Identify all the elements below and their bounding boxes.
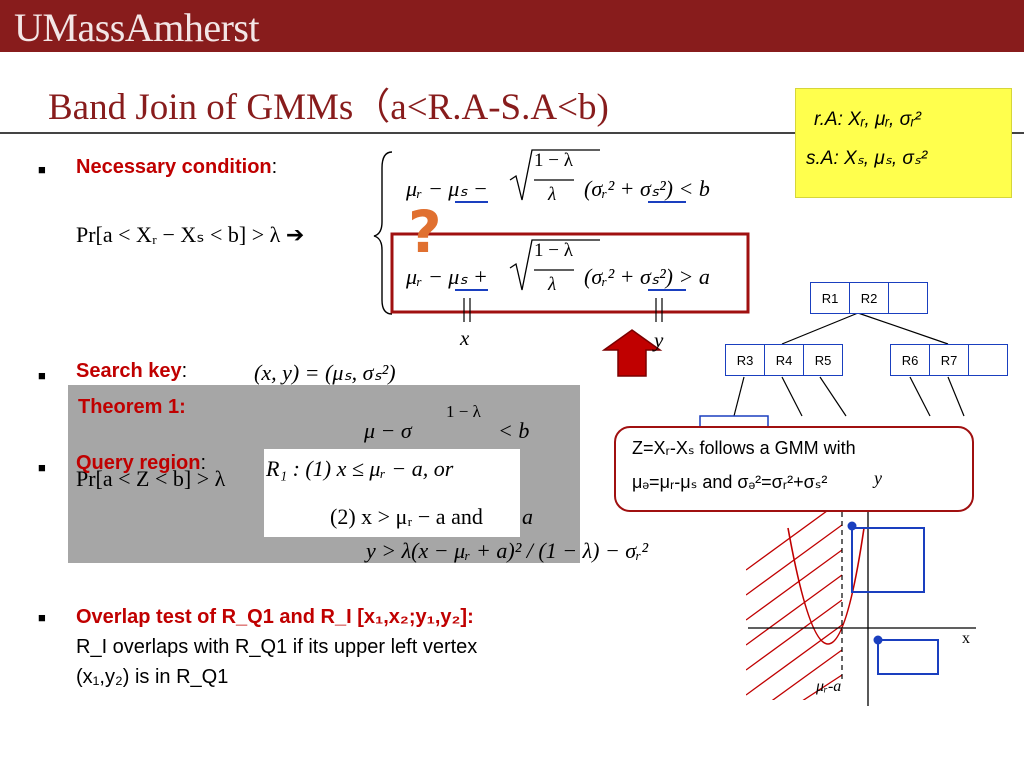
parabola-curve [787,527,865,645]
r-label: r.A: [814,109,843,130]
overlap-line-3: (x₁,y₂) is in R_Q1 [76,666,229,688]
bullet-colon: : [271,156,278,178]
cond1-right: < b [678,176,710,201]
tree-cell: R2 [850,283,889,313]
y-marker: y [654,328,664,352]
tree-node-left: R3 R4 R5 [725,344,843,376]
tree-cell: R5 [814,352,832,368]
header-banner: UMassAmherst [0,0,1024,52]
bullet-label-3: Query region [76,452,201,474]
tree-cell: R1 [811,283,850,313]
tree-node-root: R1 R2 [810,282,928,314]
rq1-line-1-text: R₁ : (1) x ≤ μᵣ − a, or [266,456,454,481]
frac-den-2: λ [548,274,557,295]
cond2-left: μᵣ − μₛ + [406,264,488,289]
s-definition: s.A: Xₛ, μₛ, σₛ² [806,147,927,170]
overlap-line-1: Overlap test of R_Q1 and R_I [x₁,x₂;y₁,y… [76,606,474,628]
cond1-left: μᵣ − μₛ − [406,176,488,201]
thm-cond1-right: < b [498,418,530,443]
plot-x-label: x [962,630,970,647]
thm-cond1-left: μ − σ [364,418,412,443]
overlap-test: Overlap test of R_Q1 and R_I [x₁,x₂;y₁,y… [76,602,477,692]
plot-threshold-label: μᵣ-a [816,678,842,695]
thm-frac-num: 1 − λ [446,402,481,421]
frac-den-1: λ [548,184,557,205]
implies-arrow-icon: ➔ [285,223,305,248]
s-vars: Xₛ, μₛ, σₛ² [844,148,928,169]
question-mark-icon: ? [408,198,442,266]
bullet-label: Necessary condition [76,156,272,178]
tree-cell: R3 [726,345,765,375]
bullet-marker-4: ■ [38,610,46,625]
sigma-sum-2: (σᵣ² + σₛ²) > a [584,264,710,290]
query-region-panel [264,449,520,537]
bullet-necessary-condition: Necessary condition: [76,156,277,179]
index-rect-1 [851,527,925,593]
sqrt-sign-1 [509,149,600,201]
prob-expression: Pr[a < Xᵣ − Xₛ < b] > λ [76,222,281,247]
bullet-query-region: Query region: [76,452,206,475]
theorem-a: a [522,504,533,529]
left-brace [373,151,393,315]
bullet-colon-3: : [200,452,207,474]
title-divider [0,132,1024,134]
second-condition-box [390,232,750,314]
theorem-label: Theorem 1: [78,396,186,418]
bullet-marker: ■ [38,162,46,177]
frac-num-2: 1 − λ [534,240,573,261]
condition-2: μᵣ − μₛ + [406,264,488,290]
slide-title: Band Join of GMMs（a<R.A-S.A<b) [48,87,609,128]
up-arrow-icon [601,329,663,377]
r-vars: Xᵣ, μᵣ, σᵣ² [848,109,922,130]
tree-cell [889,283,927,313]
bullet-colon-2: : [181,360,188,382]
query-region-hatch [746,512,842,700]
bullet-marker-3: ■ [38,460,46,475]
bullet-search-key: Search key: [76,360,187,383]
tree-cell: R7 [930,345,969,375]
gmm-info-box: Z=Xᵣ-Xₛ follows a GMM with μₔ=μᵣ-μₛ and … [614,426,974,512]
theorem-condition: μ − σ [364,418,412,444]
umass-logo: UMassAmherst [14,5,260,50]
gmm-line-2: μₔ=μᵣ-μₛ and σₔ²=σᵣ²+σₛ² [632,472,828,492]
tree-node-right: R6 R7 [890,344,1008,376]
sigma-sum-text: (σᵣ² + σₛ²) [584,176,674,201]
probability-condition: Pr[a < Xᵣ − Xₛ < b] > λ ➔ [76,222,304,248]
gmm-line-1: Z=Xᵣ-Xₛ follows a GMM with [632,438,856,458]
theorem-probability: Pr[a < Z < b] > λ [76,466,226,491]
tree-cell [969,345,1007,375]
rq1-line-3: y > λ(x − μᵣ + a)² / (1 − λ) − σᵣ² [366,538,649,563]
index-rect-2 [877,639,939,675]
sqrt-sign-2 [509,239,600,291]
tree-cell: R4 [765,345,804,375]
plot-y-label: y [874,468,882,488]
rq1-line-2: (2) x > μᵣ − a and [330,504,483,529]
s-label: s.A: [806,148,839,169]
r-definition: r.A: Xᵣ, μᵣ, σᵣ² [814,109,921,131]
definitions-box: r.A: Xᵣ, μᵣ, σᵣ² s.A: Xₛ, μₛ, σₛ² [795,88,1012,198]
bullet-marker-2: ■ [38,368,46,383]
overlap-line-2: R_I overlaps with R_Q1 if its upper left… [76,636,478,658]
cond2-right: > a [678,264,710,289]
condition-1: μᵣ − μₛ − [406,176,488,202]
rq1-line-1: R₁ : (1) x ≤ μᵣ − a, or [266,456,453,482]
sigma-sum-text-2: (σᵣ² + σₛ²) [584,264,674,289]
frac-num-1: 1 − λ [534,150,573,171]
x-marker: x [460,326,470,350]
sigma-sum-1: (σᵣ² + σₛ²) < b [584,176,710,202]
search-key-expression: (x, y) = (μₛ, σₛ²) [254,360,396,385]
tree-cell: R6 [891,345,930,375]
bullet-label-2: Search key [76,360,182,382]
